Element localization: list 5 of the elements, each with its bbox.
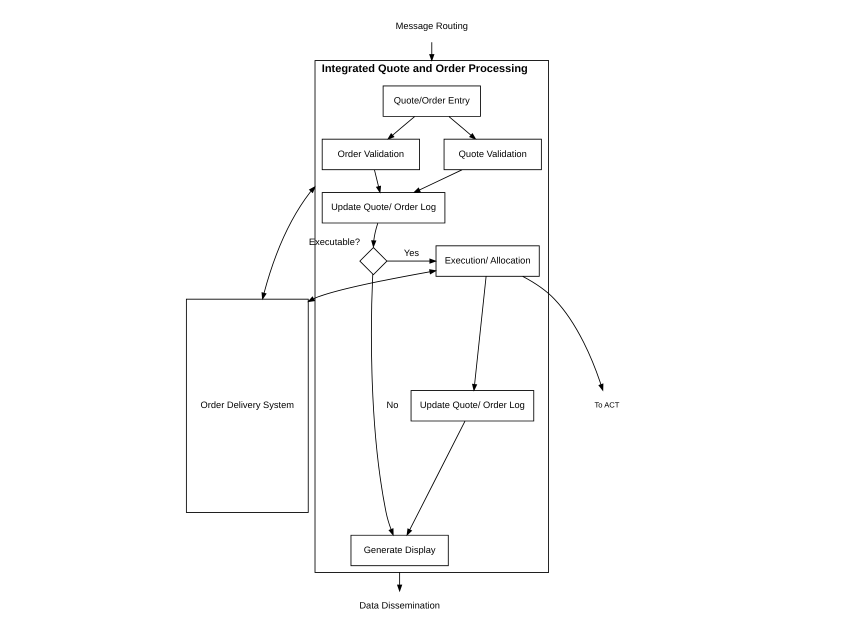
edge-label: Yes bbox=[403, 248, 419, 258]
node-text: Data Dissemination bbox=[358, 600, 440, 611]
edge-label: No bbox=[386, 400, 398, 410]
node-text: To ACT bbox=[594, 400, 619, 410]
node-text: Message Routing bbox=[395, 21, 468, 32]
